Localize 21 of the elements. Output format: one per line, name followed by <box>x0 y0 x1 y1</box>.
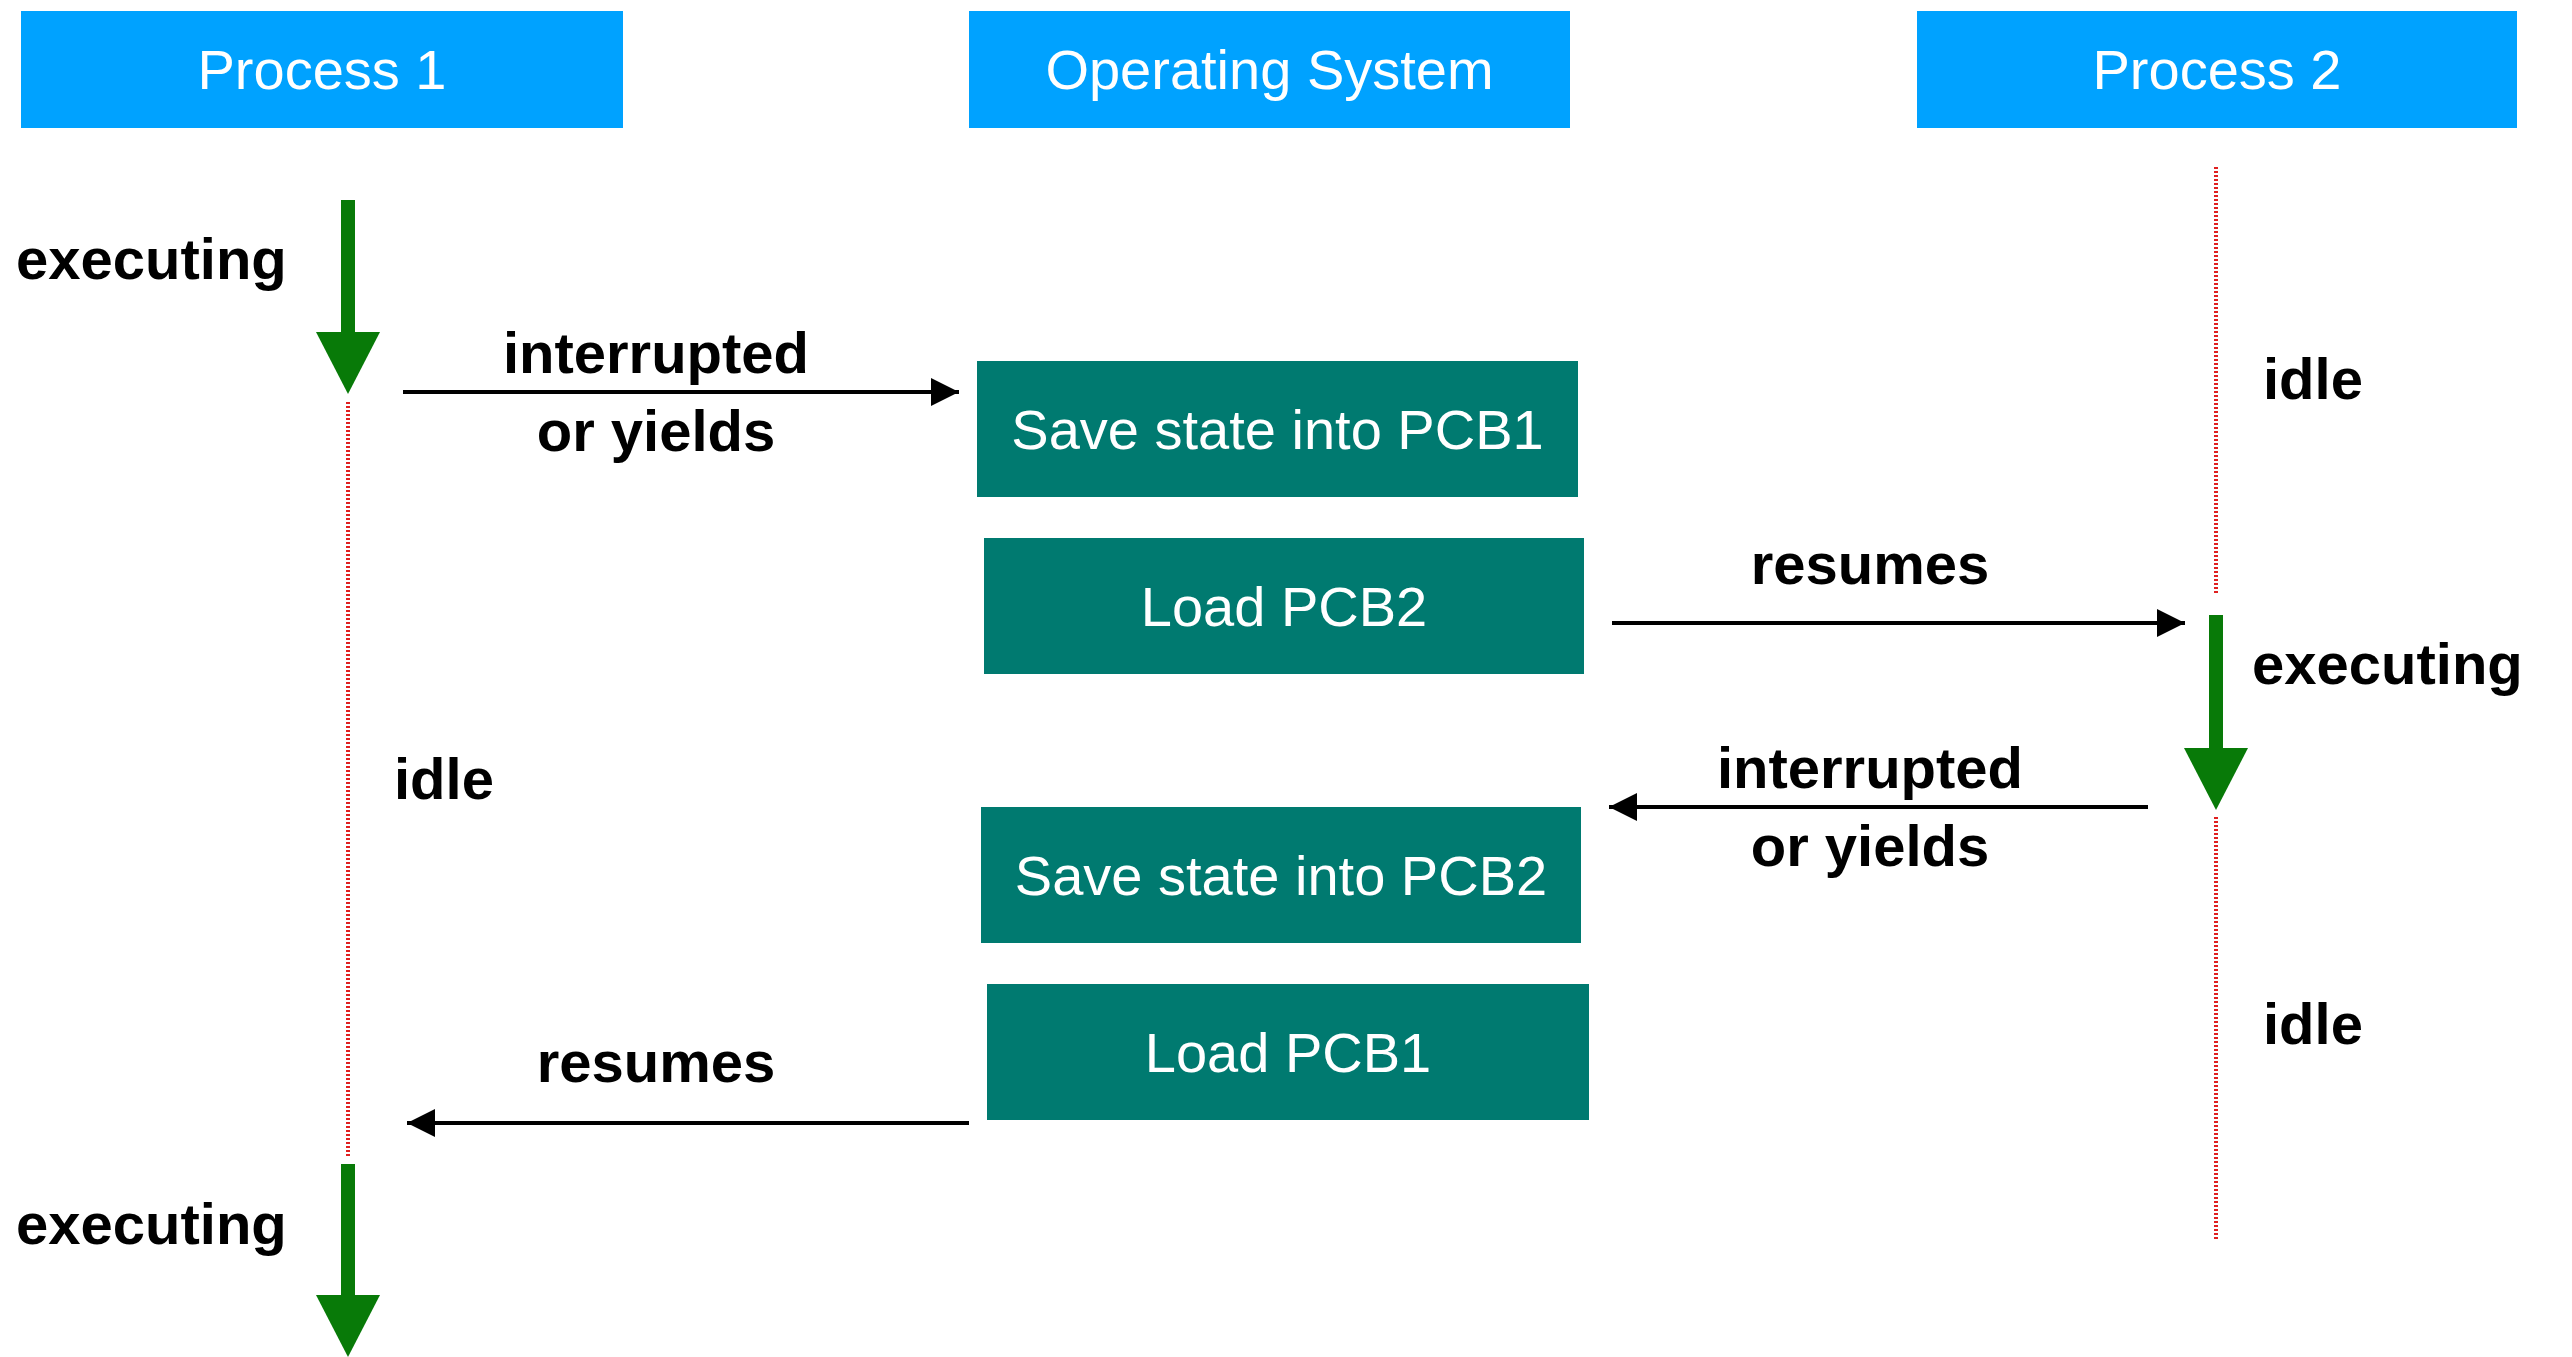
state-label: executing <box>16 1190 287 1257</box>
state-label: idle <box>2263 990 2363 1057</box>
process-box: Save state into PCB1 <box>977 361 1578 497</box>
arrow <box>1609 793 2148 821</box>
edge-label: resumes <box>1749 530 1991 598</box>
arrow <box>1612 609 2185 637</box>
lane-header: Process 2 <box>1917 11 2517 128</box>
lane-header: Operating System <box>969 11 1570 128</box>
state-label: idle <box>394 745 494 812</box>
lane-header: Process 1 <box>21 11 623 128</box>
state-label: idle <box>2263 345 2363 412</box>
process-box: Load PCB1 <box>987 984 1589 1120</box>
arrow <box>403 378 959 406</box>
arrow <box>407 1109 969 1137</box>
state-label: executing <box>16 225 287 292</box>
edge-label: interrupted or yields <box>501 319 811 465</box>
state-label: executing <box>2252 630 2523 697</box>
edge-label: resumes <box>535 1028 777 1096</box>
process-box: Save state into PCB2 <box>981 807 1581 943</box>
process-box: Load PCB2 <box>984 538 1584 674</box>
edge-label: interrupted or yields <box>1715 734 2025 880</box>
